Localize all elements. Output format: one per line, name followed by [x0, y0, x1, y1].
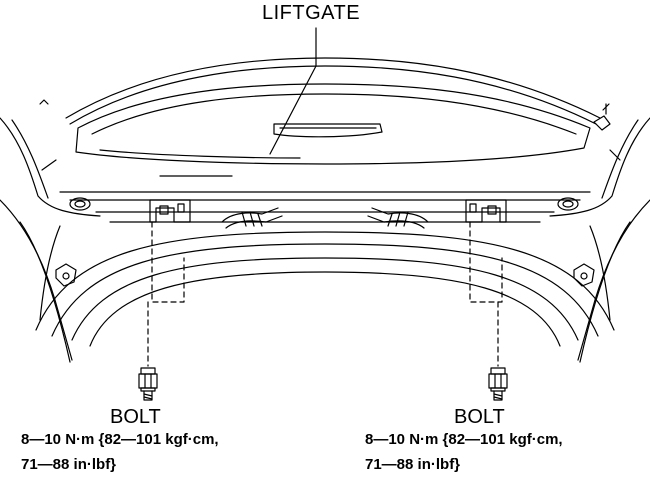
bolt-left-label: BOLT: [110, 406, 161, 428]
bolt-left-icon: [138, 367, 158, 401]
bolt-right-label: BOLT: [454, 406, 505, 428]
bolt-right-torque-line1: 8—10 N·m {82—101 kgf·cm,: [365, 431, 563, 448]
bolt-right-torque-line2: 71—88 in·lbf}: [365, 456, 461, 473]
liftgate-label: LIFTGATE: [262, 2, 361, 24]
liftgate-panel: [39, 57, 611, 177]
liftgate-leader-line: [269, 27, 317, 155]
bolt-left-torque-line1: 8—10 N·m {82—101 kgf·cm,: [21, 431, 219, 448]
bolt-right-icon: [488, 367, 508, 401]
hinge-right: [465, 199, 507, 223]
projection-lines: [147, 221, 503, 367]
hinge-left: [149, 199, 191, 223]
bolt-left-torque-line2: 71—88 in·lbf}: [21, 456, 117, 473]
wire-harness: [221, 207, 429, 229]
